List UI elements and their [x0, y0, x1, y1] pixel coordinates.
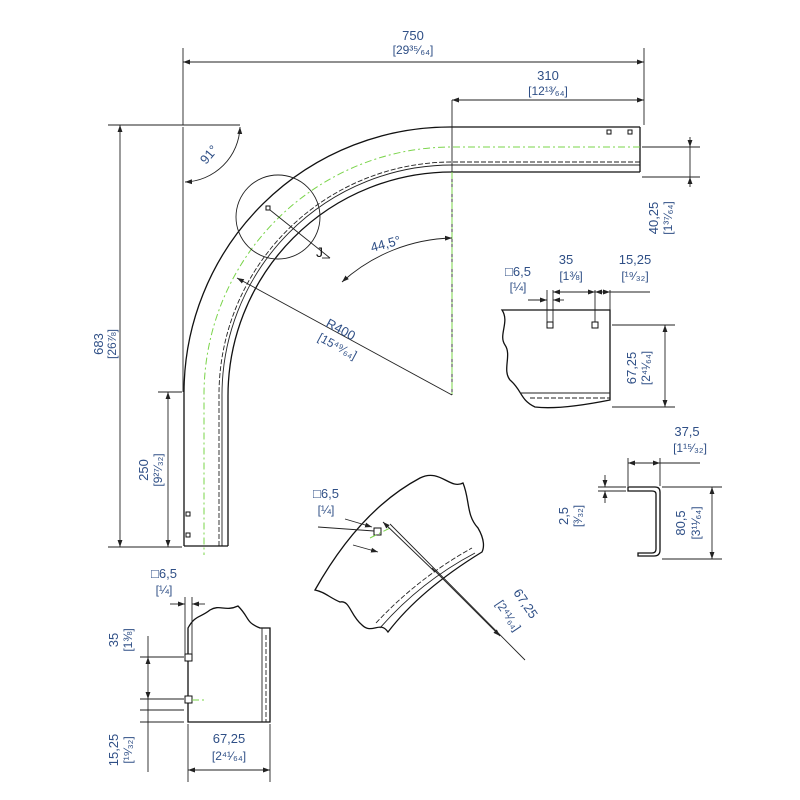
curved-track-main-view	[183, 100, 641, 555]
dim-radius: R400 [15⁴⁹⁄₆₄]	[236, 277, 453, 396]
dim-683-frac: [26⅞]	[105, 329, 119, 359]
profile-thickness-frac: [³⁄₃₂]	[571, 505, 585, 527]
dim-683-value: 683	[91, 333, 106, 355]
profile-width-frac: [1¹⁵⁄₃₂]	[673, 441, 707, 455]
dim-310-frac: [12¹³⁄₆₄]	[528, 84, 568, 98]
side-spacing-value: 35	[559, 252, 573, 267]
dim-angle-445: 44,5°	[341, 233, 453, 283]
side-height-value: 67,25	[624, 352, 639, 385]
dim-310: 310 [12¹³⁄₆₄]	[452, 68, 644, 103]
detail-j-marker: J	[235, 174, 331, 260]
dim-40-25: 40,25 [1³⁷⁄₆₄]	[642, 137, 700, 235]
angle-91-value: 91°	[197, 142, 221, 167]
side-height-frac: [2⁴¹⁄₆₄]	[639, 351, 653, 385]
dim-250-value: 250	[136, 459, 151, 481]
dim-750-frac: [29³⁵⁄₆₄]	[393, 43, 434, 57]
profile-width-value: 37,5	[674, 424, 699, 439]
angle-445-value: 44,5°	[369, 233, 402, 255]
dim-310-value: 310	[537, 68, 559, 83]
profile-section-view: 37,5 [1¹⁵⁄₃₂] 2,5 [³⁄₃₂] 80,5 [3¹¹⁄₆₄]	[556, 424, 722, 560]
side-spacing-frac: [1⅜]	[559, 269, 582, 283]
bottom-spacing-value: 35	[106, 633, 121, 647]
curved-detail-view: □6,5 [¼] 67,25 [2⁴¹⁄₆₄]	[313, 474, 541, 661]
dim-750-value: 750	[402, 28, 424, 43]
bottom-offset-value: 15,25	[106, 734, 121, 767]
detail-j-label: J	[316, 244, 323, 260]
side-hole-value: □6,5	[505, 264, 531, 279]
bottom-width-value: 67,25	[213, 731, 246, 746]
bottom-spacing-frac: [1⅜]	[121, 628, 135, 651]
dim-683: 683 [26⅞]	[91, 124, 240, 548]
dim-750: 750 [29³⁵⁄₆₄]	[182, 28, 645, 125]
side-offset-frac: [¹⁹⁄₃₂]	[621, 269, 648, 283]
dim-40-25-value: 40,25	[646, 202, 661, 235]
curve-hole-frac: [¼]	[318, 503, 335, 517]
side-detail-view: □6,5 [¼] 35 [1⅜] 15,25 [¹⁹⁄₃₂] 67,25 [2⁴…	[500, 252, 675, 409]
profile-height-value: 80,5	[673, 510, 688, 535]
profile-height-frac: [3¹¹⁄₆₄]	[689, 506, 703, 539]
side-hole-frac: [¼]	[510, 280, 527, 294]
curve-hole-value: □6,5	[313, 486, 339, 501]
bottom-hole-frac: [¼]	[156, 583, 173, 597]
profile-thickness-value: 2,5	[556, 507, 571, 525]
bottom-detail-view: □6,5 [¼] 35 [1⅜] 15,25 [¹⁹⁄₃₂] 67,25 [2⁴…	[106, 566, 271, 782]
dim-250-frac: [9²⁷⁄₃₂]	[151, 453, 165, 486]
side-offset-value: 15,25	[619, 252, 652, 267]
bottom-offset-frac: [¹⁹⁄₃₂]	[121, 736, 135, 763]
bottom-width-frac: [2⁴¹⁄₆₄]	[212, 749, 246, 763]
bottom-hole-value: □6,5	[151, 566, 177, 581]
dim-250: 250 [9²⁷⁄₃₂]	[136, 391, 182, 547]
dim-angle-91: 91°	[182, 126, 243, 392]
dim-40-25-frac: [1³⁷⁄₆₄]	[661, 201, 675, 234]
